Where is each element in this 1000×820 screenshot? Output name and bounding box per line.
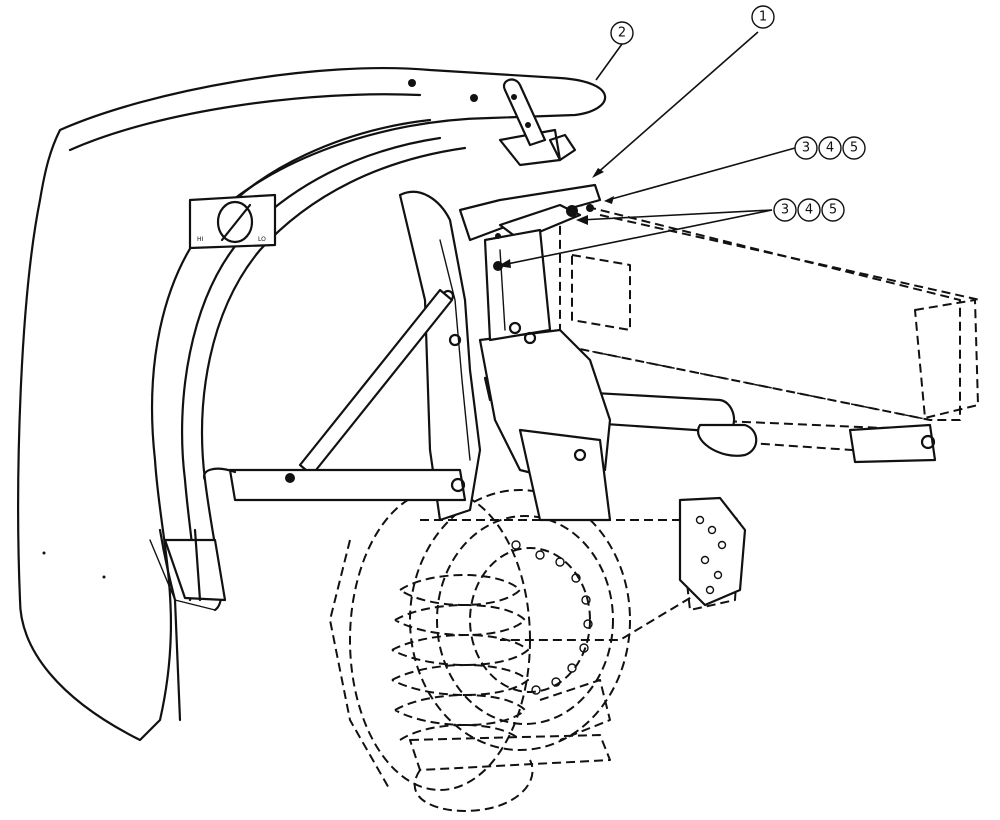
rotor-bolt-holes [511, 540, 593, 695]
callout-leaders [498, 31, 796, 268]
callout-345-lower-number-5: 5 [829, 203, 837, 218]
callout-1: 1 [751, 5, 775, 29]
fender-mount-bracket [202, 78, 602, 522]
callout-2: 2 [610, 21, 634, 45]
svg-text:HI: HI [197, 236, 204, 243]
steering-knuckle [478, 328, 612, 522]
fender-warning-decal: HI LO [188, 193, 277, 250]
callout-345-upper-number-5: 5 [850, 141, 858, 156]
callout-345-lower: 3 4 5 [773, 198, 845, 222]
callout-345-lower-number-3: 3 [781, 203, 789, 218]
svg-text:LO: LO [258, 236, 266, 243]
callout-2-number: 2 [618, 26, 626, 41]
steering-arm-plate [678, 496, 747, 607]
callout-345-upper: 3 4 5 [794, 136, 866, 160]
callout-1-number: 1 [759, 10, 767, 25]
callout-345-upper-number-3: 3 [802, 141, 810, 156]
callout-345-lower-number-4: 4 [805, 203, 813, 218]
callout-345-upper-number-4: 4 [826, 141, 834, 156]
